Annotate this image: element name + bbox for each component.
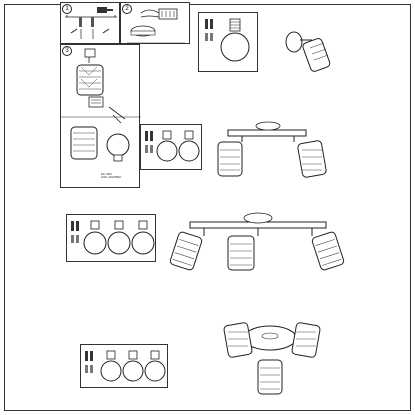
- drill-icon: [97, 7, 113, 13]
- terminal-block-icon: [158, 8, 178, 20]
- screw-icon: [145, 131, 153, 141]
- bulb-icon: [156, 130, 178, 162]
- ceiling-drill-diagram: [65, 7, 117, 39]
- bulb-spec-line: E27 40W: [101, 173, 112, 176]
- bulb-icon: [144, 350, 166, 382]
- step-1-panel: 1: [60, 2, 120, 44]
- ceiling-plate-icon: [255, 121, 281, 131]
- bulb-icon: [106, 133, 130, 162]
- bulb-icon: [122, 350, 144, 382]
- bulb-icon: [100, 350, 122, 382]
- bulb-icon: [131, 220, 155, 255]
- bulb-box-round: [80, 344, 168, 388]
- spotlight-icon: [227, 235, 255, 271]
- bulb-icon: [107, 220, 131, 255]
- step-number: 3: [62, 46, 72, 56]
- bulb-spec-line: 220V~240V/50Hz: [101, 176, 122, 180]
- spotlight-icon: [291, 322, 321, 358]
- step-3-panel: 3 E27 40W 220V~240V/50Hz: [60, 44, 141, 188]
- bulb-icon: [220, 18, 250, 62]
- round-triple-spot-drawing: [223, 322, 321, 395]
- dowel-icon: [71, 235, 79, 243]
- wiring-diagram: [127, 8, 185, 44]
- screw-icon: [71, 221, 79, 231]
- bulb-box-single: [198, 12, 258, 72]
- bulb-icon: [83, 220, 107, 255]
- step-number: 2: [122, 4, 132, 14]
- spot-assembly-diagram: [61, 48, 141, 162]
- bulb-box-triple: [66, 214, 156, 262]
- bulb-icon: [88, 96, 104, 108]
- step-2-panel: 2: [120, 2, 190, 44]
- ceiling-plate-icon: [130, 25, 156, 37]
- spotlight-icon: [217, 141, 243, 177]
- spotlight-icon: [223, 322, 253, 358]
- spotlight-icon: [311, 231, 345, 271]
- screw-icon: [85, 351, 93, 361]
- wall-lamp-drawing: [285, 31, 331, 72]
- ceiling-plate-icon: [243, 212, 273, 224]
- bulb-spec: E27 40W 220V~240V/50Hz: [101, 173, 121, 179]
- spotlight-icon: [257, 359, 283, 395]
- bulb-icon: [178, 130, 200, 162]
- spotlight-icon: [76, 64, 104, 96]
- dowel-icon: [85, 365, 93, 373]
- spotlight-icon: [169, 231, 203, 271]
- screw-icon: [205, 19, 213, 29]
- ceiling-plate-icon: [285, 31, 303, 53]
- triple-spot-bar-drawing: [169, 212, 345, 271]
- bulb-box-double: [140, 124, 202, 170]
- dowel-icon: [145, 145, 153, 153]
- spotlight-icon: [302, 38, 331, 72]
- spotlight-icon: [297, 140, 327, 178]
- step-number: 1: [62, 4, 72, 14]
- double-spot-bar-drawing: [217, 121, 327, 178]
- dowel-icon: [205, 33, 213, 41]
- spotlight-icon: [70, 126, 98, 160]
